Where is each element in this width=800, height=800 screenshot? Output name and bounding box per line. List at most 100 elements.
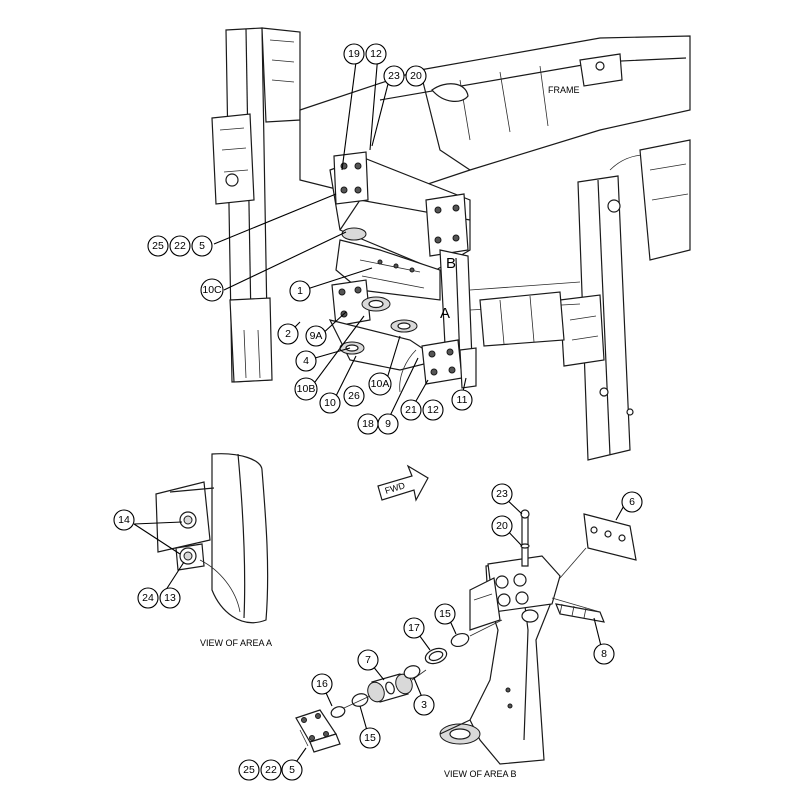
callout-10b[interactable]: 10B xyxy=(294,377,318,401)
callout-7-text: 7 xyxy=(365,654,371,666)
callout-20[interactable]: 20 xyxy=(491,515,513,537)
callout-16-circle xyxy=(311,673,333,695)
callout-10-circle xyxy=(319,392,341,414)
main-assembly: B A FRAME xyxy=(211,27,691,461)
callout-8-text: 8 xyxy=(601,648,607,660)
callout-9[interactable]: 9 xyxy=(377,413,399,435)
callout-20-text: 20 xyxy=(410,70,422,82)
callout-5[interactable]: 5 xyxy=(281,759,303,781)
view-area-a-caption: VIEW OF AREA A xyxy=(200,638,272,648)
callout-23-circle xyxy=(491,483,513,505)
support-bracket xyxy=(328,151,477,393)
callout-2-text: 2 xyxy=(285,328,291,340)
callout-23-text: 23 xyxy=(388,70,400,82)
callout-12-circle xyxy=(365,43,387,65)
callout-17-circle xyxy=(403,617,425,639)
callout-4-text: 4 xyxy=(303,355,309,367)
callout-21[interactable]: 21 xyxy=(400,399,422,421)
callout-8[interactable]: 8 xyxy=(593,643,615,665)
callout-22-circle xyxy=(169,235,191,257)
callout-13[interactable]: 13 xyxy=(159,587,181,609)
callout-10a-circle xyxy=(368,372,392,396)
callout-9a-text: 9A xyxy=(310,330,323,342)
callout-22[interactable]: 22 xyxy=(260,759,282,781)
callout-11[interactable]: 11 xyxy=(451,389,473,411)
callout-10c-circle xyxy=(200,278,224,302)
callout-20[interactable]: 20 xyxy=(405,65,427,87)
callout-24-text: 24 xyxy=(142,592,154,604)
callout-10a[interactable]: 10A xyxy=(368,372,392,396)
callout-16-text: 16 xyxy=(316,678,328,690)
callout-15-circle xyxy=(359,727,381,749)
callout-25[interactable]: 25 xyxy=(147,235,169,257)
callout-10c-text: 10C xyxy=(202,284,222,296)
callout-15[interactable]: 15 xyxy=(434,603,456,625)
callout-22-circle xyxy=(260,759,282,781)
callout-13-circle xyxy=(159,587,181,609)
callout-19-circle xyxy=(343,43,365,65)
callout-6-circle xyxy=(621,491,643,513)
callout-25-circle xyxy=(238,759,260,781)
callout-12-text: 12 xyxy=(370,48,382,60)
callout-10[interactable]: 10 xyxy=(319,392,341,414)
callout-26[interactable]: 26 xyxy=(343,385,365,407)
callout-5-circle xyxy=(191,235,213,257)
callout-15[interactable]: 15 xyxy=(359,727,381,749)
callout-19-text: 19 xyxy=(348,48,360,60)
callout-17[interactable]: 17 xyxy=(403,617,425,639)
callout-9a[interactable]: 9A xyxy=(305,325,327,347)
right-frame-rail xyxy=(469,175,634,461)
callout-25-circle xyxy=(147,235,169,257)
callout-1-circle xyxy=(289,280,311,302)
callout-20-text: 20 xyxy=(496,520,508,532)
callout-7[interactable]: 7 xyxy=(357,649,379,671)
left-frame-rail xyxy=(211,27,301,383)
callout-4[interactable]: 4 xyxy=(295,350,317,372)
callout-3-text: 3 xyxy=(421,699,427,711)
callout-20-circle xyxy=(405,65,427,87)
callouts: 19 12 23 20 25 22 5 10C 1 2 9A 4 10B 10 … xyxy=(113,43,643,781)
callout-22[interactable]: 22 xyxy=(169,235,191,257)
callout-12-text: 12 xyxy=(427,404,439,416)
callout-23[interactable]: 23 xyxy=(383,65,405,87)
callout-5-text: 5 xyxy=(199,240,205,252)
view-area-a: VIEW OF AREA A xyxy=(155,453,272,648)
callout-16[interactable]: 16 xyxy=(311,673,333,695)
callout-15-circle xyxy=(434,603,456,625)
callout-10c[interactable]: 10C xyxy=(200,278,224,302)
area-b-marker: B xyxy=(446,255,456,272)
callout-2[interactable]: 2 xyxy=(277,323,299,345)
callout-3[interactable]: 3 xyxy=(413,694,435,716)
callout-24[interactable]: 24 xyxy=(137,587,159,609)
callout-11-text: 11 xyxy=(457,394,468,406)
callout-14[interactable]: 14 xyxy=(113,509,135,531)
callout-17-text: 17 xyxy=(408,622,420,634)
callout-5[interactable]: 5 xyxy=(191,235,213,257)
callout-22-text: 22 xyxy=(174,240,186,252)
callout-25[interactable]: 25 xyxy=(238,759,260,781)
callout-4-circle xyxy=(295,350,317,372)
callout-23-circle xyxy=(383,65,405,87)
callout-6[interactable]: 6 xyxy=(621,491,643,513)
fwd-arrow: FWD xyxy=(377,464,429,502)
callout-24-circle xyxy=(137,587,159,609)
callout-13-text: 13 xyxy=(164,592,176,604)
callout-8-circle xyxy=(593,643,615,665)
callout-6-text: 6 xyxy=(629,496,635,508)
callout-18[interactable]: 18 xyxy=(357,413,379,435)
callout-1[interactable]: 1 xyxy=(289,280,311,302)
callout-15-text: 15 xyxy=(439,608,451,620)
callout-12[interactable]: 12 xyxy=(422,399,444,421)
callout-11-circle xyxy=(451,389,473,411)
callout-5-text: 5 xyxy=(289,764,295,776)
callout-25-text: 25 xyxy=(243,764,255,776)
callout-10a-text: 10A xyxy=(371,378,390,390)
callout-12[interactable]: 12 xyxy=(365,43,387,65)
callout-9-circle xyxy=(377,413,399,435)
callout-15-text: 15 xyxy=(364,732,376,744)
callout-9a-circle xyxy=(305,325,327,347)
callout-19[interactable]: 19 xyxy=(343,43,365,65)
callout-23[interactable]: 23 xyxy=(491,483,513,505)
